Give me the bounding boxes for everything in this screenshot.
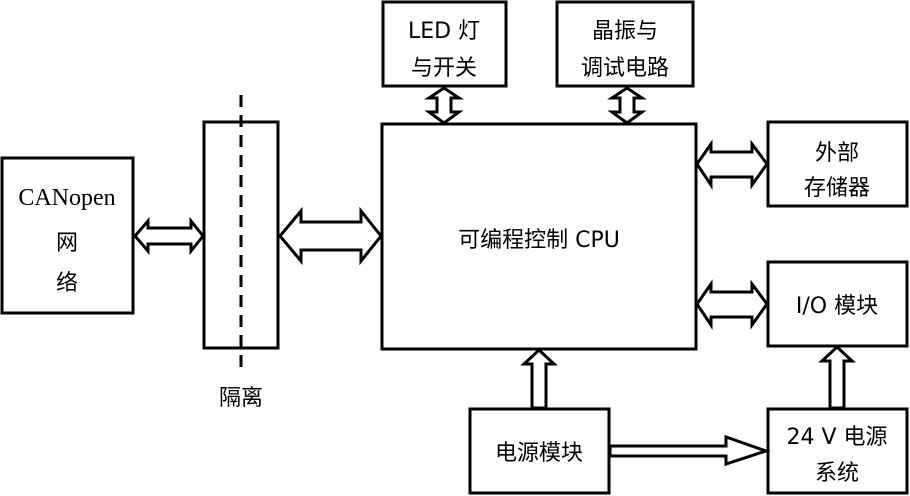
crystal-box [555, 0, 695, 88]
arrow-crystal-cpu [607, 86, 647, 125]
led-box [381, 0, 508, 88]
crystal-label-line1: 晶振与 [592, 19, 658, 44]
arrow-24v-io [818, 344, 856, 410]
node-io-module: I/O 模块 [766, 260, 909, 348]
canopen-label-line2: 网 [56, 231, 78, 256]
canopen-box [0, 156, 135, 315]
led-label-line2: 与开关 [411, 56, 477, 81]
node-isolation: 隔离 [202, 95, 280, 411]
memory-label-line2: 存储器 [804, 176, 870, 201]
arrow-canopen-isolation [133, 216, 205, 256]
node-cpu: 可编程控制 CPU [380, 122, 698, 351]
crystal-label-line2: 调试电路 [581, 56, 669, 81]
arrow-power-cpu [520, 347, 558, 410]
memory-label-line1: 外部 [815, 141, 859, 166]
node-power-module: 电源模块 [468, 407, 611, 495]
power24-label-line1: 24 V 电源 [786, 425, 887, 450]
arrow-isolation-cpu [278, 206, 383, 266]
power24-label-line2: 系统 [815, 461, 859, 486]
arrow-led-cpu [424, 86, 464, 125]
node-led-switch: LED 灯 与开关 [381, 0, 508, 88]
led-label-line1: LED 灯 [408, 19, 480, 44]
node-canopen-network: CANopen 网 络 [0, 156, 135, 315]
node-24v-power-system: 24 V 电源 系统 [766, 407, 909, 495]
power24-box [766, 407, 909, 495]
canopen-label-line1: CANopen [18, 185, 115, 211]
isolation-label: 隔离 [219, 386, 263, 411]
canopen-label-line3: 络 [56, 271, 78, 296]
arrow-power-24v [608, 434, 771, 467]
io-label: I/O 模块 [796, 294, 878, 319]
cpu-label: 可编程控制 CPU [458, 228, 620, 253]
arrow-cpu-memory [695, 139, 769, 190]
io-box [766, 260, 909, 348]
memory-box [766, 120, 909, 208]
arrow-cpu-io [695, 279, 769, 330]
node-crystal-debug: 晶振与 调试电路 [555, 0, 695, 88]
power-label: 电源模块 [495, 441, 583, 466]
node-external-memory: 外部 存储器 [766, 120, 909, 208]
